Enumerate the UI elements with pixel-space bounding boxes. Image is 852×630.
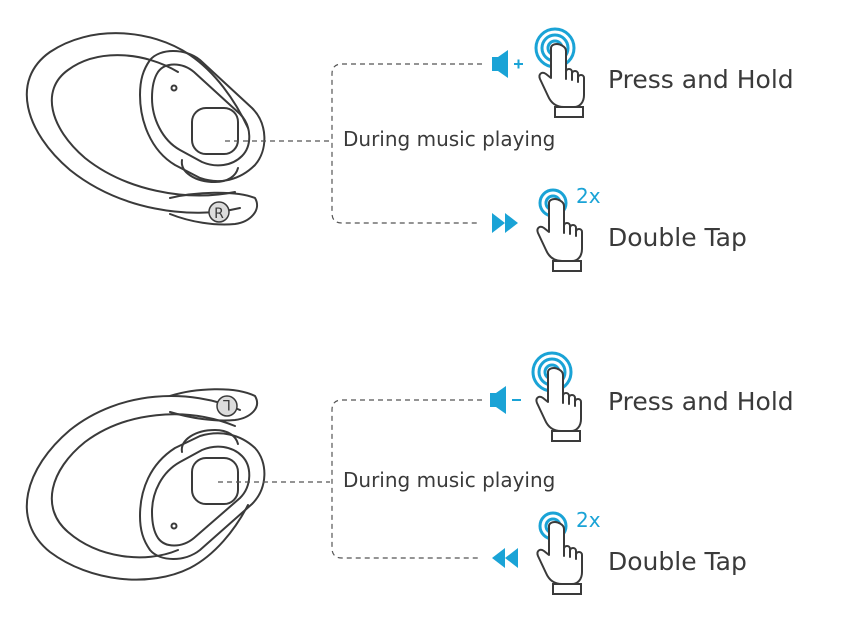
left-earbud-panel: L <box>0 330 852 630</box>
tap-count-label: 2x <box>576 508 601 532</box>
volume-up-icon <box>492 50 523 78</box>
left-earbud-label: L <box>223 396 231 412</box>
right-earbud-panel: R <box>0 0 852 300</box>
tap-count-label: 2x <box>576 184 601 208</box>
double-tap-hand-icon <box>536 188 583 272</box>
left-earbud-illustration: L <box>25 351 583 595</box>
gesture-label-double-tap: Double Tap <box>608 547 747 576</box>
right-connector-lines <box>225 63 482 224</box>
left-connector-lines <box>218 399 482 559</box>
left-earbud-label-badge <box>216 395 238 417</box>
previous-track-icon <box>492 548 518 568</box>
press-hold-hand-icon <box>531 351 582 442</box>
gesture-label-press-hold: Press and Hold <box>608 65 794 94</box>
condition-label: During music playing <box>343 127 556 151</box>
gesture-label-double-tap: Double Tap <box>608 223 747 252</box>
right-earbud-icon <box>25 32 266 226</box>
right-earbud-label-badge <box>208 201 230 223</box>
right-earbud-label: R <box>214 206 224 222</box>
press-hold-hand-icon <box>534 27 585 118</box>
next-track-icon <box>492 213 518 233</box>
left-earbud-icon <box>25 388 266 581</box>
gesture-label-press-hold: Press and Hold <box>608 387 794 416</box>
double-tap-hand-icon <box>536 511 583 595</box>
condition-label: During music playing <box>343 468 556 492</box>
right-earbud-illustration: R <box>25 27 585 272</box>
volume-down-icon <box>490 386 521 414</box>
